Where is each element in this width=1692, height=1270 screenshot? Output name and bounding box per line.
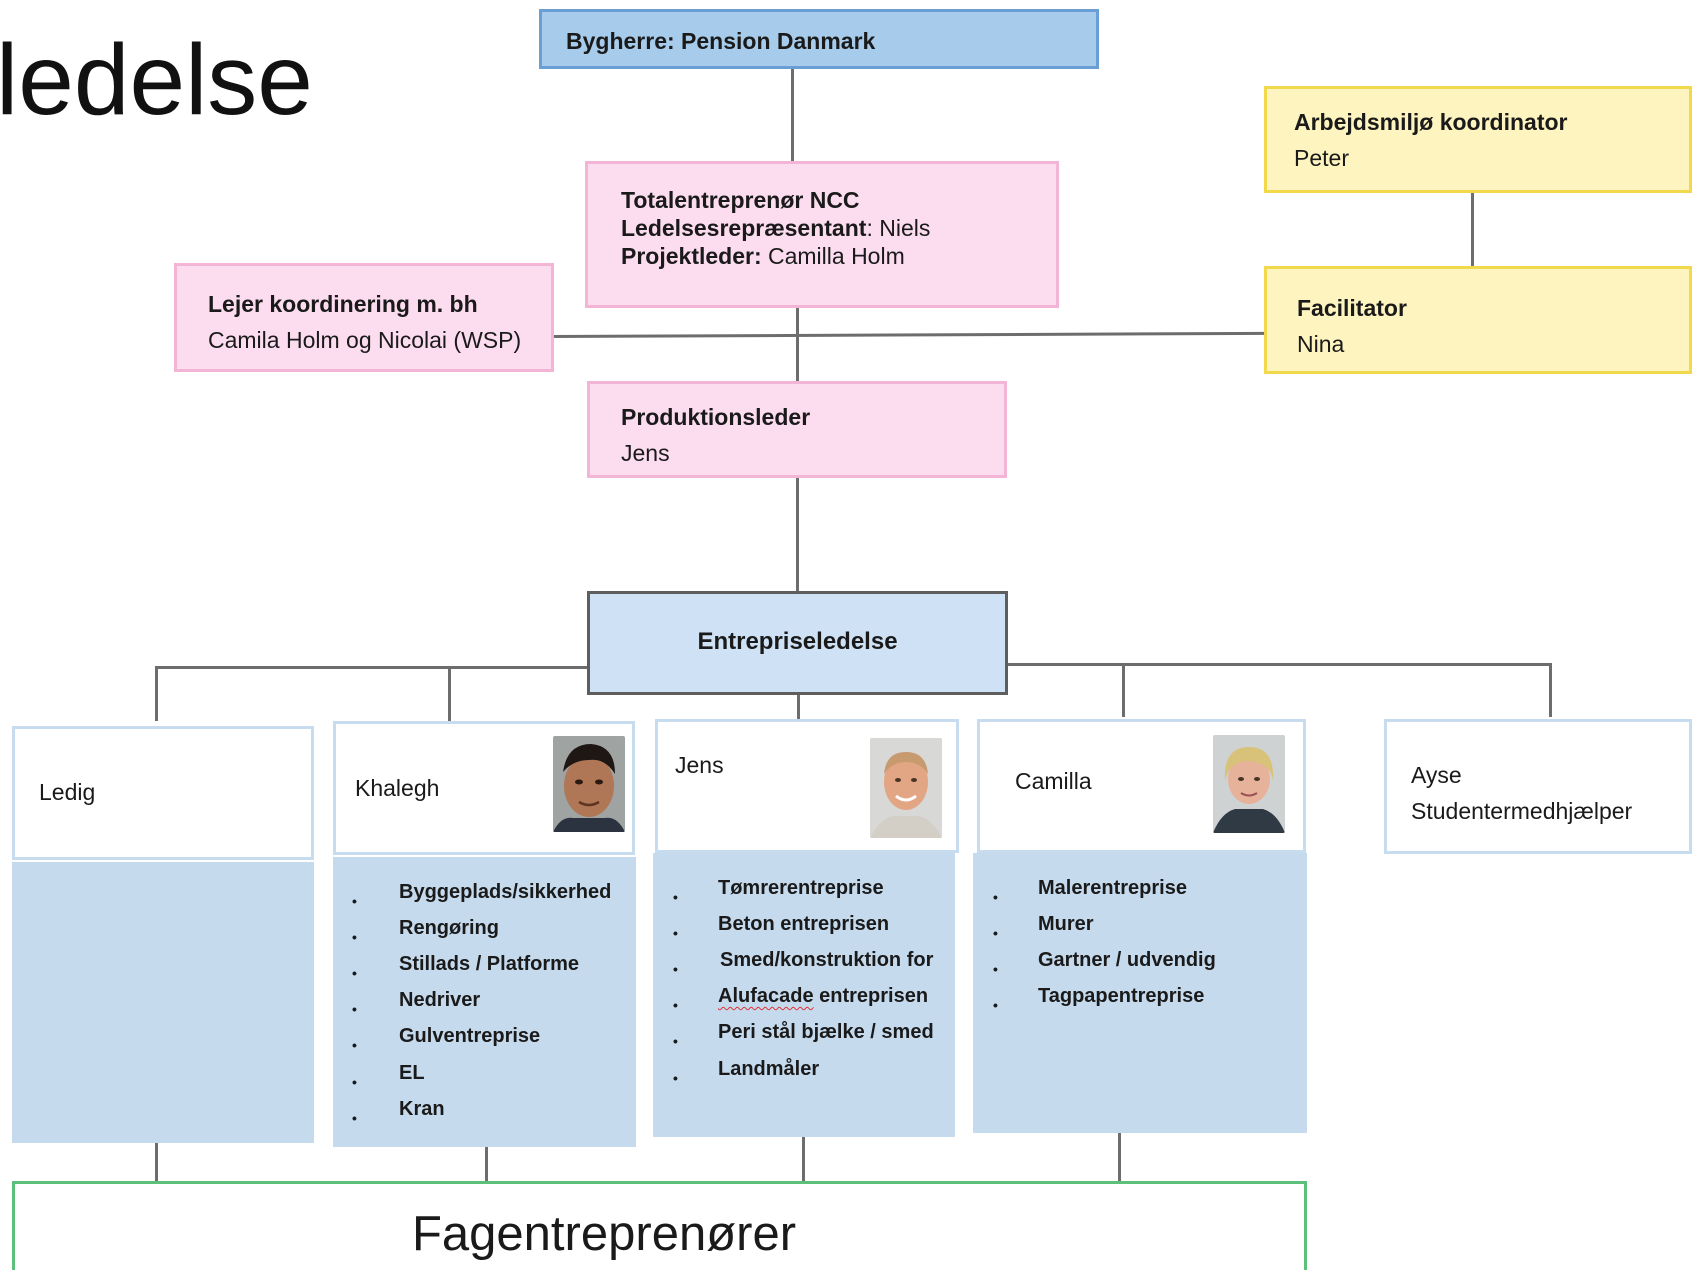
connector-line [791,69,794,161]
list-item: Malerentreprise [1038,877,1187,899]
bullet: • [352,929,357,945]
task-list-camilla: • Malerentreprise • Murer • Gartner / ud… [973,853,1307,1133]
list-item: Gartner / udvendig [1038,949,1216,971]
bullet: • [673,997,678,1013]
list-item: Smed/konstruktion for [720,949,934,971]
connector-line [796,306,799,383]
entrepriseledelse-label: Entrepriseledelse [697,628,898,655]
lejer-title: Lejer koordinering m. bh [208,291,478,317]
arbejdsmiljo-title: Arbejdsmiljø koordinator [1294,109,1568,135]
connector-line [1471,191,1474,267]
lejer-names: Camila Holm og Nicolai (WSP) [208,327,522,353]
bullet: • [352,1037,357,1053]
bullet: • [993,889,998,905]
totalentreprenor-line1: Totalentreprenør NCC [621,187,860,213]
produktionsleder-title: Produktionsleder [621,404,811,430]
bygherre-box: Bygherre: Pension Danmark [539,9,1099,69]
page-title: ledelse [0,24,313,136]
person-name: Ledig [39,779,96,805]
connector-line [155,666,158,721]
bullet: • [673,1033,678,1049]
entrepriseledelse-box: Entrepriseledelse [587,591,1008,695]
fagentreprenorer-box: Fagentreprenører [12,1181,1307,1270]
bullet: • [673,889,678,905]
camilla-photo [1213,735,1285,833]
produktionsleder-box: Produktionsleder Jens [587,381,1007,478]
list-item: Alufacade entreprisen [718,985,929,1007]
person-card-khalegh: Khalegh [333,721,635,855]
connector-line [1549,663,1552,717]
list-item: Murer [1038,913,1094,935]
person-name: Ayse [1411,762,1462,788]
facilitator-box: Facilitator Nina [1264,266,1692,374]
connector-line [485,1147,488,1183]
produktionsleder-name: Jens [621,440,670,466]
jens-photo [870,738,942,838]
list-item: Tagpapentreprise [1038,985,1205,1007]
connector-line [802,1137,805,1183]
task-list-ledig [12,862,314,1143]
projektleder-value: Camilla Holm [761,243,905,269]
person-role: Studentermedhjælper [1411,798,1633,824]
bullet: • [352,1074,357,1090]
bullet: • [673,961,678,977]
lejer-box: Lejer koordinering m. bh Camila Holm og … [174,263,554,372]
khalegh-photo [553,736,625,832]
totalentreprenor-box: Totalentreprenør NCC Ledelsesrepræsentan… [585,161,1059,308]
person-name: Camilla [1015,768,1092,794]
bullet: • [993,961,998,977]
ledelsesrepraesentant-label: Ledelsesrepræsentant [621,215,867,241]
list-item: Stillads / Platforme [399,953,580,975]
arbejdsmiljo-name: Peter [1294,145,1349,171]
list-item: Beton entreprisen [718,913,890,935]
connector-line [155,1143,158,1183]
ledelsesrepraesentant-value: : Niels [866,215,931,241]
task-list-khalegh: • Byggeplads/sikkerhed • Rengøring • Sti… [333,857,636,1147]
totalentreprenor-line3: Projektleder: Camilla Holm [621,243,905,270]
fagentreprenorer-label: Fagentreprenører [412,1207,797,1261]
bygherre-label: Bygherre: Pension Danmark [566,28,876,54]
bullet: • [673,1070,678,1086]
connector-line [551,331,1270,338]
list-item: Peri stål bjælke / smed [718,1021,934,1043]
connector-line [1118,1133,1121,1183]
arbejdsmiljo-box: Arbejdsmiljø koordinator Peter [1264,86,1692,193]
list-item: Landmåler [718,1058,820,1080]
person-card-camilla: Camilla [977,719,1306,853]
spellcheck-word: Alufacade [718,985,814,1007]
projektleder-label: Projektleder: [621,243,762,269]
list-item: Nedriver [399,989,481,1011]
person-name: Khalegh [355,775,440,801]
facilitator-name: Nina [1297,331,1345,357]
connector-line [448,666,451,721]
list-item: Kran [399,1098,445,1120]
list-item: Byggeplads/sikkerhed [399,881,612,903]
bullet: • [352,1001,357,1017]
task-list-jens: • Tømrerentreprise • Beton entreprisen •… [653,853,955,1137]
connector-line [1122,663,1125,717]
connector-line [1005,663,1551,666]
connector-line [155,666,590,669]
connector-line [796,476,799,593]
connector-line [797,691,800,719]
bullet: • [352,1110,357,1126]
person-card-ayse: Ayse Studentermedhjælper [1384,719,1692,854]
person-card-jens: Jens [655,719,959,853]
list-item: Rengøring [399,917,499,939]
list-item: Gulventreprise [399,1025,541,1047]
person-card-ledig: Ledig [12,726,314,860]
list-item: Tømrerentreprise [718,877,884,899]
totalentreprenor-line2: Ledelsesrepræsentant: Niels [621,215,930,242]
bullet: • [993,997,998,1013]
bullet: • [993,925,998,941]
facilitator-title: Facilitator [1297,295,1407,321]
person-name: Jens [675,752,724,778]
list-item: EL [399,1062,425,1084]
bullet: • [352,965,357,981]
bullet: • [352,893,357,909]
bullet: • [673,925,678,941]
